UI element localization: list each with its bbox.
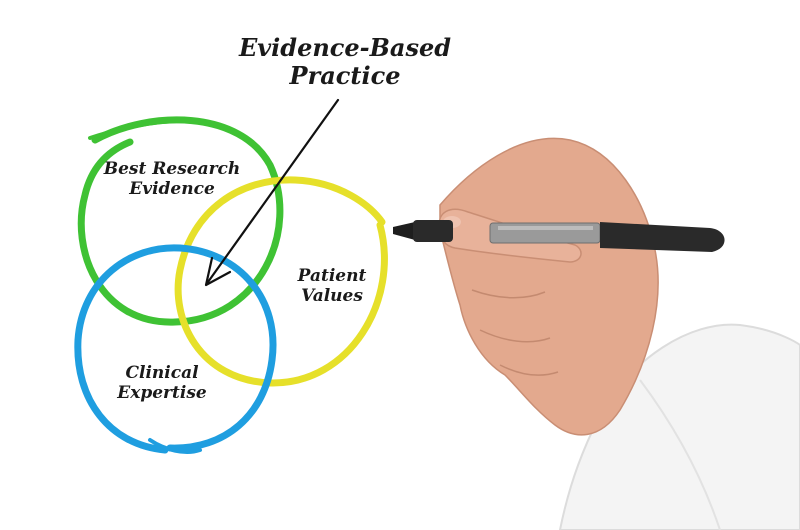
circle-patient — [174, 176, 388, 387]
research-line-1: Best Research — [103, 159, 241, 179]
label-clinical-expertise: Clinical Expertise — [92, 363, 232, 403]
patient-line-2: Values — [301, 285, 363, 306]
patient-line-1: Patient — [297, 266, 367, 286]
research-line-2: Evidence — [129, 178, 215, 199]
circle-research — [77, 116, 284, 326]
marker-tip — [393, 222, 415, 240]
clinical-line-2: Expertise — [117, 382, 207, 403]
label-patient-values: Patient Values — [272, 266, 392, 306]
circle-clinical — [74, 244, 277, 454]
marker-pen — [393, 220, 725, 252]
shirt-sleeve — [558, 323, 800, 530]
circle-research-stroke2 — [88, 118, 207, 140]
title-line-2: Practice — [289, 60, 401, 90]
label-best-research-evidence: Best Research Evidence — [82, 159, 262, 199]
title-line-1: Evidence-Based — [238, 33, 452, 62]
circle-clinical-tail — [148, 438, 202, 454]
hand — [438, 137, 659, 436]
arrow — [204, 98, 340, 287]
diagram-title: Evidence-Based Practice — [210, 34, 480, 89]
clinical-line-1: Clinical — [125, 363, 199, 383]
